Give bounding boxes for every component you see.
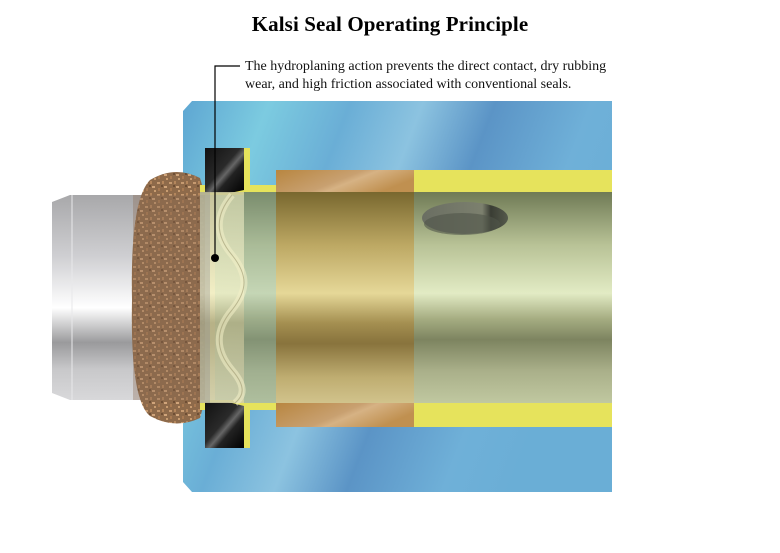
callout-line-2: wear, and high friction associated with … [245, 77, 572, 92]
callout-text: The hydroplaning action prevents the dir… [245, 58, 645, 94]
shaft-under-bushing [276, 192, 414, 403]
diagram-title: Kalsi Seal Operating Principle [251, 12, 529, 36]
callout-line-1: The hydroplaning action prevents the dir… [245, 59, 607, 74]
seal-gland-yellow-top [244, 148, 250, 188]
seal-edge-shade [200, 192, 210, 403]
lube-reservoir-bottom [414, 403, 612, 427]
bearing-bushing-top [276, 170, 414, 192]
bearing-bushing-bottom [276, 403, 414, 427]
lube-reservoir-top [414, 170, 612, 192]
grit-shade [133, 195, 205, 400]
callout-dot [211, 254, 219, 262]
abrasive-environment [131, 171, 205, 424]
seal-gland-zone [244, 192, 276, 403]
callout-leader-line [214, 65, 240, 258]
seal-body-bottom [205, 402, 244, 448]
seal-body-top [205, 148, 244, 193]
lube-port-hole-depth [424, 213, 500, 235]
wavy-lip-outline [218, 194, 245, 404]
seal-gland-yellow-bottom [244, 408, 250, 448]
